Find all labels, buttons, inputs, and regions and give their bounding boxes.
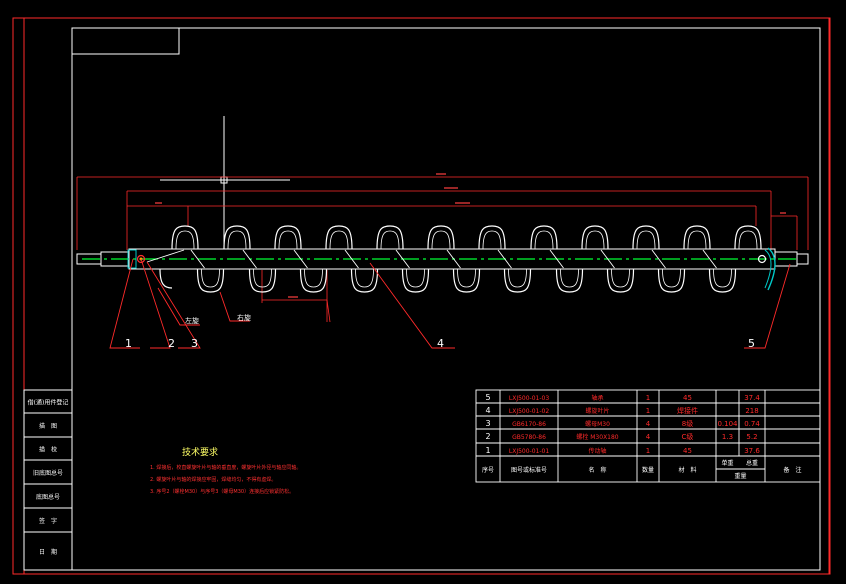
bom-code: LXJ500-01-01 (509, 448, 549, 455)
bom-material: C级 (682, 432, 694, 441)
bom-total-weight: 37.4 (744, 394, 760, 402)
bom-material: 45 (683, 447, 692, 455)
screw-shaft (76, 248, 809, 270)
bom-name: 传动轴 (588, 447, 606, 455)
flight-turn (530, 225, 584, 293)
leader-lines (109, 258, 791, 349)
tech-requirement-1: 1. 焊接后，校直螺旋叶片与轴的垂直度，螺旋叶片外径与轴应同轴。 (150, 464, 301, 471)
bom-material: 焊接件 (677, 406, 698, 415)
bom-header-remark: 备 注 (783, 466, 801, 474)
bom-qty: 1 (646, 407, 650, 415)
bom-name: 螺母M30 (585, 420, 610, 428)
screw-flights (146, 225, 762, 293)
bom-header-code: 图号或标准号 (511, 466, 547, 474)
bom-name: 螺旋叶片 (585, 407, 609, 415)
bom-qty: 1 (646, 394, 650, 402)
bom-total-weight: 5.2 (746, 433, 757, 441)
flight-turn (581, 225, 635, 293)
part-label-3: 3 (191, 337, 198, 350)
bom-material: 8级 (682, 419, 693, 428)
flight-turn (223, 225, 277, 293)
bom-qty: 1 (646, 447, 650, 455)
drawing-border (71, 27, 821, 571)
tech-requirement-2: 2. 螺旋叶片与轴的焊接应牢固，焊缝均匀，不得有虚焊。 (150, 476, 276, 483)
flight-start (159, 268, 173, 289)
bom-material: 45 (683, 394, 692, 402)
bom-qty: 4 (646, 433, 651, 441)
flight-turn (427, 225, 481, 293)
side-record-label: 描 校 (39, 446, 57, 454)
bom-total-weight: 37.6 (744, 447, 760, 455)
right-hand-label: 右旋 (237, 313, 251, 322)
dimension-value-marks (155, 173, 786, 298)
part-label-2: 2 (168, 337, 175, 350)
flight-turn (376, 225, 430, 293)
bom-no: 5 (485, 393, 490, 402)
bom-header-no: 序号 (482, 466, 494, 474)
bom-total-weight: 0.74 (744, 420, 760, 428)
side-record-label: 日 期 (39, 548, 57, 556)
flight-turn (683, 225, 737, 293)
flight-turn (325, 225, 379, 293)
bom-header-name: 名 称 (588, 466, 606, 474)
side-record-label: 描 图 (39, 422, 57, 430)
bom-header-weight: 重量 (734, 472, 746, 480)
dimension-lines (76, 176, 809, 323)
flight-turn (478, 225, 532, 293)
bom-header-total-weight: 总重 (746, 459, 758, 467)
bom-code: GB6170-86 (512, 421, 546, 428)
bom-name: 轴承 (591, 394, 603, 402)
part-label-5: 5 (748, 337, 755, 350)
crosshair-cursor (160, 116, 290, 244)
bom-qty: 4 (646, 420, 651, 428)
bom-no: 4 (485, 406, 490, 415)
tech-requirements: 技术要求 1. 焊接后，校直螺旋叶片与轴的垂直度，螺旋叶片外径与轴应同轴。 2.… (150, 446, 301, 495)
side-record-label: 旧底图总号 (33, 469, 63, 477)
bom-no: 3 (485, 419, 490, 428)
bom-unit-weight: 1.3 (722, 433, 733, 441)
part-label-4: 4 (437, 337, 444, 350)
tech-requirements-title: 技术要求 (182, 446, 218, 458)
bearing-left (127, 249, 146, 269)
left-hand-label: 左旋 (185, 316, 199, 325)
side-record-label: 借(通)用件登记 (28, 399, 69, 407)
side-record-label: 签 字 (39, 517, 57, 525)
flight-turn (734, 225, 762, 250)
tech-requirement-3: 3. 序号2（螺栓M30）与序号3（螺母M30）连接后应锁紧防松。 (150, 488, 294, 495)
bom-header-unit-weight: 单重 (721, 459, 733, 467)
bom-header-material: 材 料 (678, 466, 696, 474)
sheet-frame (12, 17, 830, 575)
bom-code: GB5780-86 (512, 434, 546, 441)
flight-turn (171, 225, 225, 293)
bom-table: 5 LXJ500-01-03 轴承 1 45 37.4 4 LXJ500-01-02 螺旋叶片 1… (475, 389, 821, 483)
bom-code: LXJ500-01-03 (509, 395, 549, 402)
side-record-label: 底图总号 (36, 493, 60, 501)
bom-total-weight: 218 (745, 407, 758, 415)
flight-turn (274, 225, 328, 293)
bom-name: 螺栓 M30X180 (576, 433, 618, 441)
bom-unit-weight: 0.104 (717, 420, 738, 428)
bom-no: 2 (485, 432, 490, 441)
bom-header-qty: 数量 (642, 466, 654, 474)
bom-no: 1 (485, 446, 490, 455)
flight-turn (632, 225, 686, 293)
bom-code: LXJ500-01-02 (509, 408, 549, 415)
part-number-labels: 1 2 3 4 5 左旋 右旋 (125, 313, 755, 350)
sheet-frame-inner (23, 17, 831, 575)
bearing-right (757, 247, 776, 291)
part-label-1: 1 (125, 337, 132, 350)
top-left-code-box (71, 27, 180, 55)
